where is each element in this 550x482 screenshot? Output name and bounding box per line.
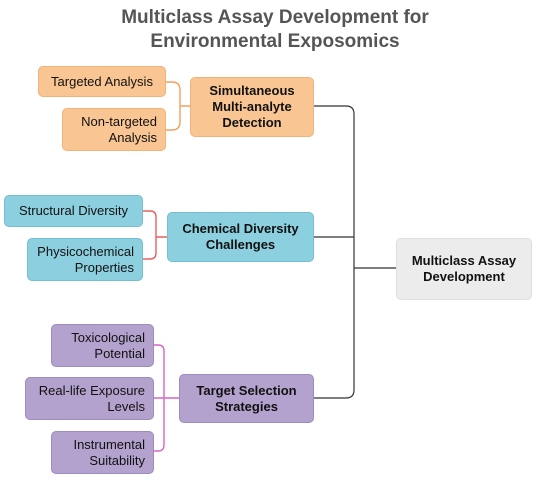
leaf-3-3-line-2: Suitability bbox=[89, 452, 145, 468]
root-node-line-1: Multiclass Assay bbox=[411, 253, 517, 268]
leaf-1-2-line-2: Analysis bbox=[108, 129, 157, 145]
leaf-node-real-life-exposure-levels: Real-life Exposure Levels bbox=[25, 377, 154, 420]
leaf-3-2-line-2: Levels bbox=[107, 398, 145, 414]
root-node: Multiclass Assay Development bbox=[396, 238, 532, 300]
group-1-line-2: Multi-analyte bbox=[212, 99, 292, 114]
group-3-line-2: Strategies bbox=[215, 398, 278, 414]
title-line-1: Multiclass Assay Development for bbox=[121, 7, 429, 28]
leaf-3-2-line-1: Real-life Exposure bbox=[38, 382, 145, 398]
diagram-title: Multiclass Assay Development for Environ… bbox=[0, 6, 550, 54]
leaf-node-structural-diversity: Structural Diversity bbox=[4, 195, 143, 227]
group-3-line-1: Target Selection bbox=[196, 382, 297, 398]
connector-orange-bracket bbox=[166, 81, 190, 131]
leaf-3-1-line-1: Toxicological bbox=[71, 329, 145, 345]
leaf-2-2-line-1: Physicochemical bbox=[37, 243, 134, 259]
connector-root-bracket bbox=[314, 105, 396, 399]
group-2-line-1: Chemical Diversity bbox=[182, 221, 299, 236]
root-node-line-2: Development bbox=[423, 269, 505, 284]
leaf-1-2-line-1: Non-targeted bbox=[81, 113, 157, 129]
title-line-2: Environmental Exposomics bbox=[150, 31, 400, 52]
leaf-2-2-line-2: Properties bbox=[74, 259, 134, 275]
leaf-node-non-targeted-analysis: Non-targeted Analysis bbox=[62, 108, 166, 151]
group-2-line-2: Challenges bbox=[205, 237, 276, 252]
connector-blue-bracket bbox=[143, 210, 167, 260]
group-1-line-1: Simultaneous bbox=[209, 83, 295, 98]
connector-purple-bracket bbox=[154, 344, 179, 452]
leaf-node-toxicological-potential: Toxicological Potential bbox=[51, 324, 154, 367]
group-node-target-selection: Target Selection Strategies bbox=[179, 374, 314, 423]
leaf-2-1-line-1: Structural Diversity bbox=[18, 203, 129, 218]
leaf-3-1-line-2: Potential bbox=[94, 345, 145, 361]
group-node-simultaneous-detection: Simultaneous Multi-analyte Detection bbox=[190, 77, 314, 137]
leaf-node-targeted-analysis: Targeted Analysis bbox=[38, 66, 166, 97]
group-node-chemical-diversity: Chemical Diversity Challenges bbox=[167, 212, 314, 262]
leaf-1-1-line-1: Targeted Analysis bbox=[51, 73, 153, 89]
group-1-line-3: Detection bbox=[222, 115, 282, 130]
leaf-3-3-line-1: Instrumental bbox=[73, 436, 145, 452]
leaf-node-physicochemical-properties: Physicochemical Properties bbox=[27, 238, 143, 281]
leaf-node-instrumental-suitability: Instrumental Suitability bbox=[51, 431, 154, 474]
